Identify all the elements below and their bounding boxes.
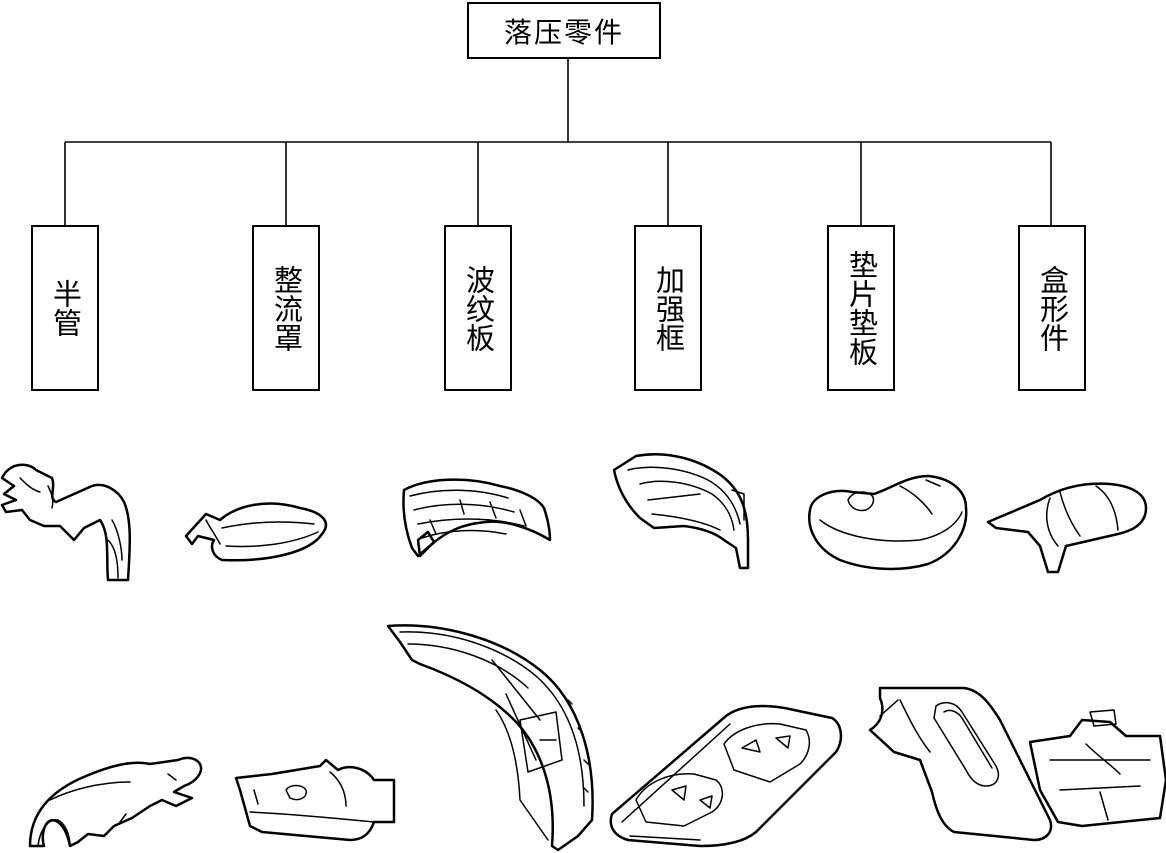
box-shaped-part-top bbox=[986, 482, 1148, 574]
category-label: 波纹板 bbox=[461, 264, 496, 352]
root-label: 落压零件 bbox=[503, 15, 624, 49]
category-label: 整流罩 bbox=[269, 264, 304, 352]
category-label: 垫片垫板 bbox=[844, 250, 879, 366]
category-half-tube: 半管 bbox=[31, 225, 99, 391]
curved-rib-part-bottom bbox=[386, 624, 594, 852]
category-reinforcing-frame: 加强框 bbox=[634, 225, 702, 391]
slotted-pad-part-bottom bbox=[868, 686, 1053, 842]
box-shaped-part-bottom bbox=[1028, 709, 1166, 828]
corrugated-plate-part-top bbox=[402, 478, 552, 558]
reinforcing-frame-part-top bbox=[612, 452, 750, 570]
category-box-shaped: 盒形件 bbox=[1018, 225, 1086, 391]
pad-plate-part-top bbox=[808, 474, 968, 571]
fairing-part-top bbox=[184, 502, 328, 562]
category-corrugated-plate: 波纹板 bbox=[444, 225, 512, 391]
half-tube-part-bottom bbox=[28, 756, 203, 848]
bracket-part-bottom bbox=[234, 758, 396, 842]
category-label: 半管 bbox=[48, 279, 83, 337]
root-node: 落压零件 bbox=[467, 2, 661, 59]
category-label: 盒形件 bbox=[1035, 264, 1070, 352]
category-fairing: 整流罩 bbox=[252, 225, 320, 391]
half-tube-part-top bbox=[0, 463, 132, 582]
switch-plate-part-bottom bbox=[609, 704, 843, 848]
category-label: 加强框 bbox=[651, 264, 686, 352]
category-pad-plate: 垫片垫板 bbox=[827, 225, 895, 391]
